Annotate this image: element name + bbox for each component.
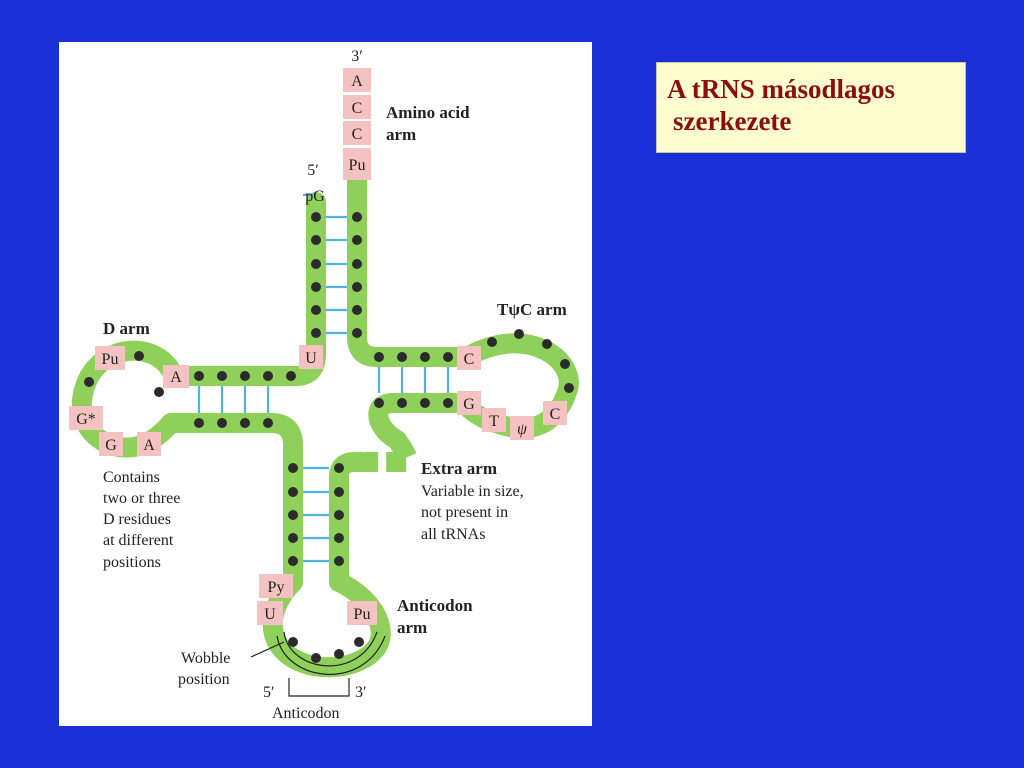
- extra-note-line: not present in: [421, 504, 508, 521]
- label-anticodon: Anticodon: [272, 705, 340, 722]
- base-pair-bonds: [197, 193, 450, 563]
- d-note-line: at different: [103, 532, 174, 549]
- base-a: A: [351, 73, 363, 90]
- label-tpsic-arm: TψC arm: [497, 300, 567, 319]
- base-d-pu: Pu: [102, 351, 119, 368]
- d-note-line: D residues: [103, 511, 171, 528]
- base-d-a2: A: [143, 437, 155, 454]
- tpsic-stem-bottom: [368, 393, 474, 450]
- label-anticodon-3prime: 3′: [355, 684, 367, 701]
- label-amino-acid-arm: Amino acid: [386, 103, 470, 122]
- label-wobble-position: position: [178, 671, 230, 688]
- base-c: C: [352, 126, 363, 143]
- label-3prime-top: 3′: [351, 48, 363, 65]
- base-ac-pu: Pu: [354, 606, 371, 623]
- trna-diagram: 3′ A C C Pu 5′ pG Pu A G* G A U C G T ψ …: [69, 48, 579, 722]
- strand-5prime: [164, 192, 326, 386]
- extra-arm-dashed: [364, 434, 422, 472]
- base-d-gstar: G*: [76, 411, 96, 428]
- base-boxes: [69, 68, 567, 625]
- d-stem-bottom: [161, 413, 303, 592]
- base-t-c1: C: [464, 351, 475, 368]
- label-5prime: 5′: [307, 162, 319, 179]
- trna-figure-panel: 3′ A C C Pu 5′ pG Pu A G* G A U C G T ψ …: [59, 42, 592, 726]
- title-line-2: szerkezete: [673, 106, 792, 136]
- base-pg: pG: [305, 188, 325, 205]
- label-anticodon-5prime: 5′: [263, 684, 275, 701]
- extra-note-line: Variable in size,: [421, 483, 524, 500]
- label-anticodon-arm: Anticodon: [397, 596, 473, 615]
- d-note-line: positions: [103, 554, 161, 571]
- base-d-g: G: [105, 437, 117, 454]
- d-note-line: Contains: [103, 469, 160, 486]
- base-pu: Pu: [349, 157, 366, 174]
- base-t-c2: C: [550, 406, 561, 423]
- base-t-t: T: [489, 413, 499, 430]
- label-d-arm: D arm: [103, 319, 150, 338]
- label-wobble: Wobble: [181, 650, 230, 667]
- base-d-a: A: [170, 369, 182, 386]
- label-extra-arm: Extra arm: [421, 459, 497, 478]
- base-t-g: G: [463, 396, 475, 413]
- base-junction-u: U: [305, 350, 317, 367]
- label-anticodon-arm-2: arm: [397, 618, 427, 637]
- d-note-line: two or three: [103, 490, 180, 507]
- base-ac-py: Py: [268, 579, 285, 596]
- label-amino-acid-arm-2: arm: [386, 125, 416, 144]
- extra-note-line: all tRNAs: [421, 526, 485, 543]
- strand-3prime: [347, 162, 477, 367]
- title-line-1: A tRNS másodlagos: [667, 74, 896, 104]
- base-ac-u: U: [264, 606, 276, 623]
- title-box: A tRNS másodlagos szerkezete: [656, 62, 966, 153]
- nucleotide-dots: [84, 212, 574, 663]
- base-c: C: [352, 100, 363, 117]
- anticodon-bracket: [250, 631, 386, 697]
- base-t-psi: ψ: [517, 421, 528, 438]
